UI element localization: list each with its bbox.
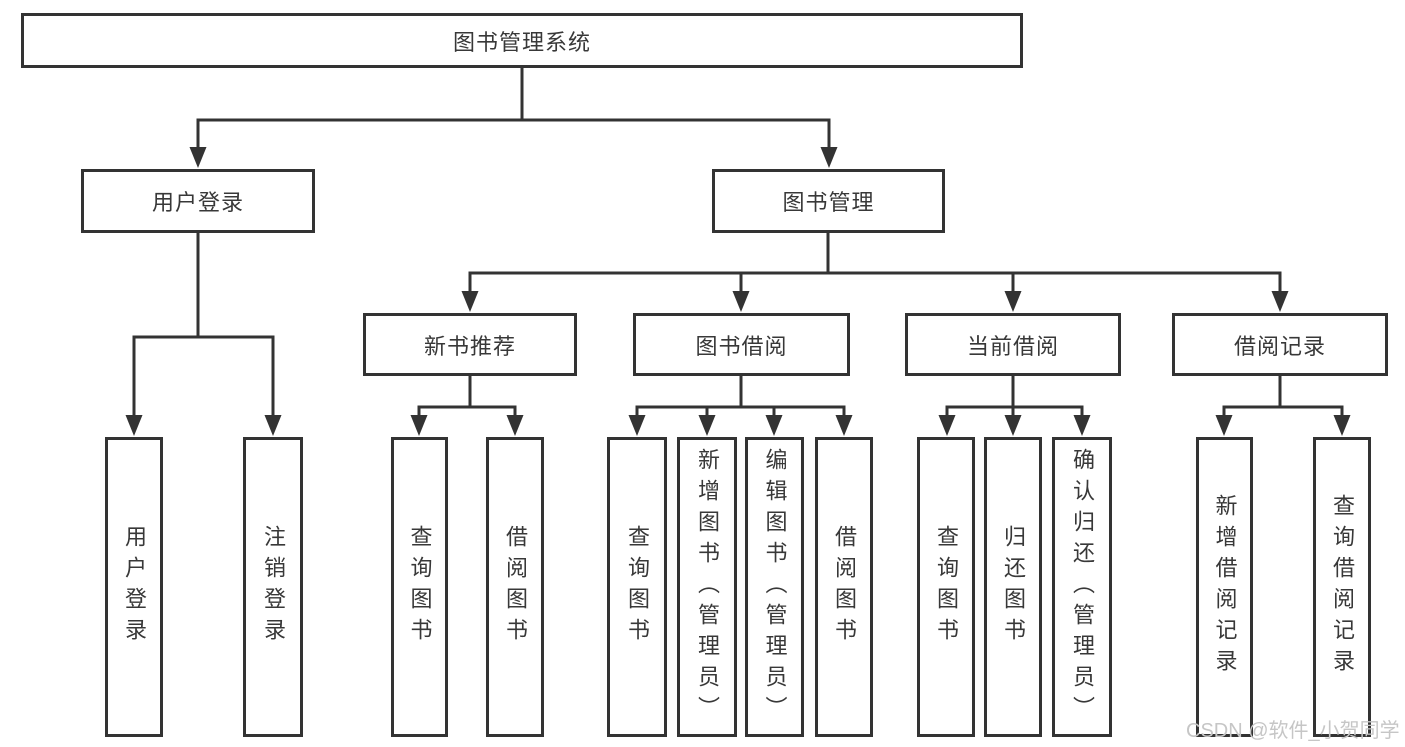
- node-user-login: 用户登录: [81, 169, 315, 233]
- node-label: 用户登录: [151, 190, 244, 215]
- node-label: 新书推荐: [423, 333, 516, 359]
- node-label: 注销登录: [261, 525, 286, 649]
- node-label: 借阅记录: [1233, 333, 1326, 359]
- node-label: 查询图书: [934, 525, 959, 649]
- leaf-confirm-return-admin: 确认归还（管理员）: [1052, 437, 1112, 737]
- node-label: 图书管理系统: [452, 29, 591, 55]
- leaf-add-book-admin: 新增图书（管理员）: [677, 437, 737, 737]
- node-label: 借阅图书: [832, 525, 857, 649]
- node-label: 新增图书（管理员）: [695, 447, 720, 727]
- node-book-borrowing: 图书借阅: [633, 313, 850, 376]
- connector-user-login-branch: [132, 231, 275, 422]
- leaf-return-books: 归还图书: [984, 437, 1042, 737]
- node-label: 确认归还（管理员）: [1070, 447, 1095, 727]
- node-book-management: 图书管理: [712, 169, 945, 233]
- node-label: 归还图书: [1001, 525, 1026, 649]
- node-label: 图书管理: [782, 190, 875, 215]
- leaf-borrow-books-borrowing: 借阅图书: [815, 437, 873, 737]
- node-label: 借阅图书: [503, 525, 528, 649]
- connector-new-book-recommend-branch: [417, 374, 517, 422]
- node-current-borrowing: 当前借阅: [905, 313, 1121, 376]
- watermark: CSDN @软件_小贺同学: [1186, 720, 1400, 742]
- node-label: 新增借阅记录: [1212, 494, 1238, 680]
- leaf-borrow-books-newrec: 借阅图书: [486, 437, 544, 737]
- connector-borrowing-records-branch: [1222, 374, 1344, 422]
- node-label: 查询借阅记录: [1330, 494, 1355, 680]
- node-label: 图书借阅: [695, 333, 788, 359]
- leaf-logout: 注销登录: [243, 437, 303, 737]
- node-label: 查询图书: [625, 525, 650, 649]
- node-new-book-recommend: 新书推荐: [363, 313, 577, 376]
- connector-current-borrowing-branch: [945, 374, 1084, 422]
- connector-book-borrowing-branch: [635, 374, 846, 422]
- leaf-add-borrow-record: 新增借阅记录: [1196, 437, 1253, 737]
- leaf-query-borrow-record: 查询借阅记录: [1313, 437, 1371, 737]
- leaf-user-login: 用户登录: [105, 437, 163, 737]
- connector-book-management-branch: [468, 231, 1282, 297]
- leaf-query-books-borrowing: 查询图书: [607, 437, 667, 737]
- node-label: 用户登录: [122, 525, 147, 649]
- leaf-query-books-current: 查询图书: [917, 437, 975, 737]
- node-label: 查询图书: [407, 525, 433, 649]
- node-label: 编辑图书（管理员）: [762, 447, 788, 727]
- node-borrowing-records: 借阅记录: [1172, 313, 1388, 376]
- node-label: 当前借阅: [966, 333, 1059, 359]
- leaf-query-books-newrec: 查询图书: [391, 437, 448, 737]
- connector-root-to-level2: [196, 66, 831, 152]
- node-root: 图书管理系统: [21, 13, 1023, 68]
- leaf-edit-book-admin: 编辑图书（管理员）: [745, 437, 804, 737]
